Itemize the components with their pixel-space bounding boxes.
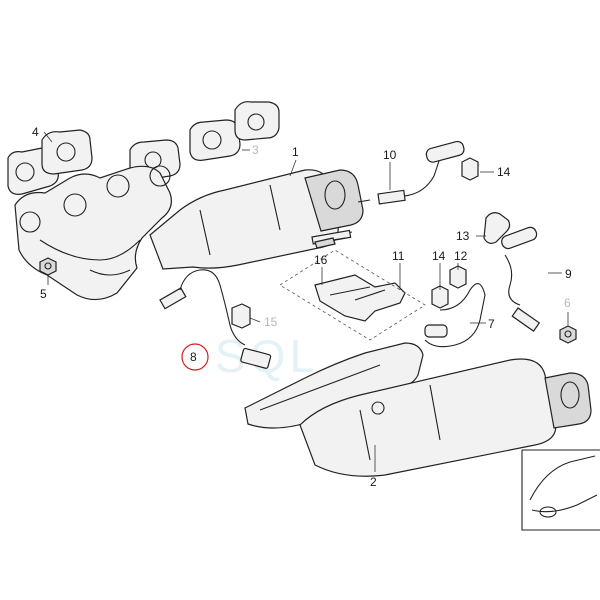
callout-9: 9 (565, 267, 572, 281)
callout-4: 4 (32, 125, 39, 139)
catalytic-converter-upper (149, 169, 364, 270)
bolt (314, 237, 346, 249)
oxygen-sensor-9 (501, 226, 541, 332)
oxygen-sensor-10 (357, 140, 465, 205)
callout-16: 16 (314, 253, 328, 267)
leader-lines (43, 131, 569, 472)
callout-12: 12 (454, 249, 468, 263)
callout-7: 7 (488, 317, 495, 331)
clip-14-upper (461, 157, 479, 181)
callout-5: 5 (40, 287, 47, 301)
oxygen-sensor-8 (159, 269, 272, 369)
catalytic-converter-lower (299, 358, 592, 477)
clip-13 (483, 212, 511, 244)
callout-10: 10 (383, 148, 397, 162)
callout-11: 11 (392, 249, 405, 263)
callout-3: 3 (252, 143, 259, 157)
callout-8: 8 (190, 350, 197, 364)
callout-14-lower: 14 (432, 249, 446, 263)
clip-15 (231, 303, 251, 329)
callouts: 1 2 3 4 5 6 7 8 9 10 11 12 13 14 14 15 1… (32, 125, 572, 489)
nut-5 (39, 257, 57, 276)
car-inset (521, 449, 600, 531)
callout-14-upper: 14 (497, 165, 511, 179)
callout-1: 1 (292, 145, 299, 159)
bracket-16 (314, 274, 406, 322)
callout-6: 6 (564, 296, 571, 310)
callout-15: 15 (264, 315, 278, 329)
oxygen-sensor-7 (424, 283, 486, 348)
nut-6 (559, 325, 577, 344)
callout-13: 13 (456, 229, 470, 243)
highlight-circle-8 (181, 343, 209, 371)
heat-shield (244, 342, 424, 429)
callout-2: 2 (370, 475, 377, 489)
dashed-outline-16 (279, 249, 426, 341)
gasket-group-4 (7, 129, 93, 195)
